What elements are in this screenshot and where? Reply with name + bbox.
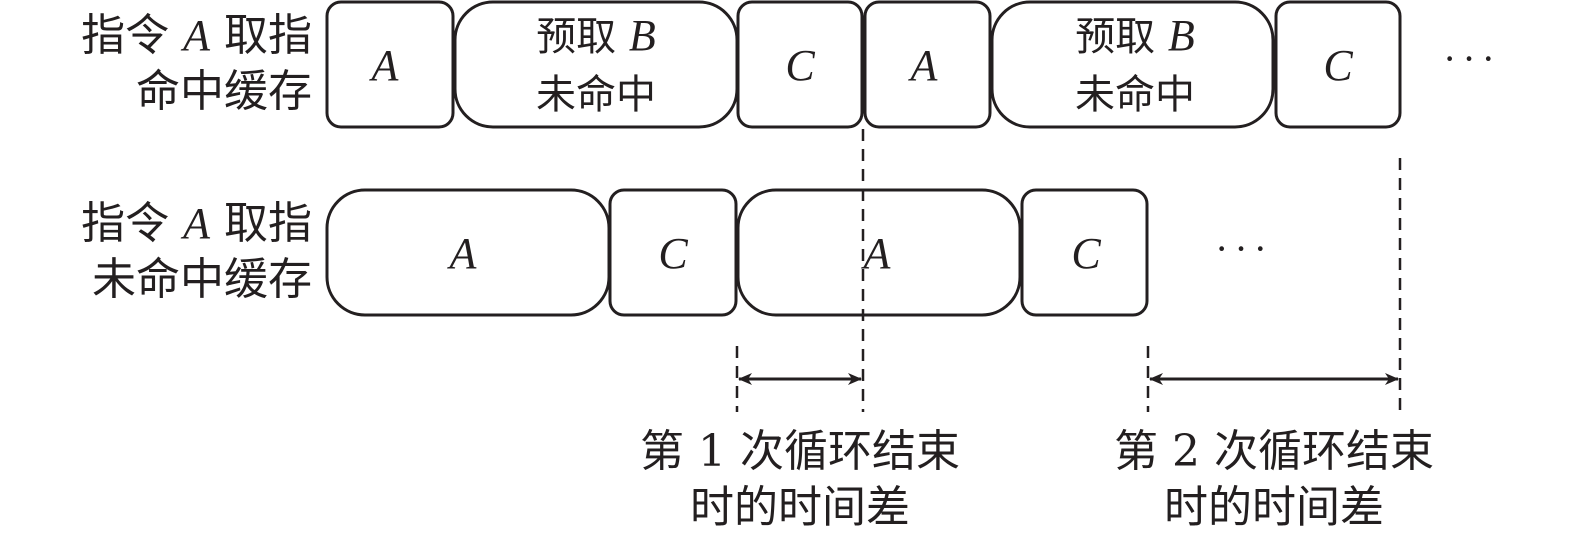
row2-block-c2 — [1020, 188, 1149, 317]
guide-lines — [735, 129, 1402, 412]
row2-block-c2-label: C — [1071, 229, 1101, 278]
annotation-2-line1: 第 2 次循环结束 — [1114, 426, 1434, 477]
row1-block-b-line1: 预取 B — [536, 11, 656, 60]
row1-block-b2-line2: 未命中 — [1075, 72, 1195, 118]
row1-block-b2 — [990, 0, 1275, 129]
row1-block-c2-label: C — [1323, 41, 1353, 90]
row2-label-line2: 未命中缓存 — [92, 254, 312, 305]
annotation-1-line1: 第 1 次循环结束 — [640, 426, 960, 477]
row1-ellipsis: ··· — [1443, 36, 1501, 81]
row1-block-b-line2: 未命中 — [536, 72, 656, 118]
row1-block-a2-label: A — [908, 41, 939, 90]
row1-label-line1: 指令 A 取指 — [81, 10, 312, 61]
annotation-1: 第 1 次循环结束 时的时间差 — [600, 424, 1000, 536]
row1-block-a — [325, 0, 455, 129]
row1-block-c — [736, 0, 864, 129]
row1-label-line2: 命中缓存 — [136, 66, 312, 117]
row2-label: 指令 A 取指 未命中缓存 — [0, 196, 312, 308]
row2-block-c-label: C — [658, 229, 688, 278]
row2-block-a-label: A — [447, 229, 478, 278]
row1-block-c2 — [1274, 0, 1402, 129]
row1-block-a2 — [863, 0, 992, 129]
row1-block-a-label: A — [369, 41, 400, 90]
row2-ellipsis: ··· — [1215, 226, 1273, 271]
annotation-1-line2: 时的时间差 — [690, 482, 910, 533]
row2-label-line1: 指令 A 取指 — [81, 198, 312, 249]
annotation-2-line2: 时的时间差 — [1164, 482, 1384, 533]
row1-label: 指令 A 取指 命中缓存 — [0, 8, 312, 120]
row2-block-a2 — [736, 188, 1022, 317]
row1-block-b2-line1: 预取 B — [1075, 11, 1195, 60]
row1-blocks: A 预取 B 未命中 C A 预取 B 未命中 C ··· — [325, 0, 1501, 129]
row2-block-c — [608, 188, 738, 317]
row2-block-a2-label: A — [861, 229, 892, 278]
row2-blocks: A C A C ··· — [325, 188, 1273, 317]
row1-block-c-label: C — [785, 41, 815, 90]
annotation-2: 第 2 次循环结束 时的时间差 — [1074, 424, 1474, 536]
